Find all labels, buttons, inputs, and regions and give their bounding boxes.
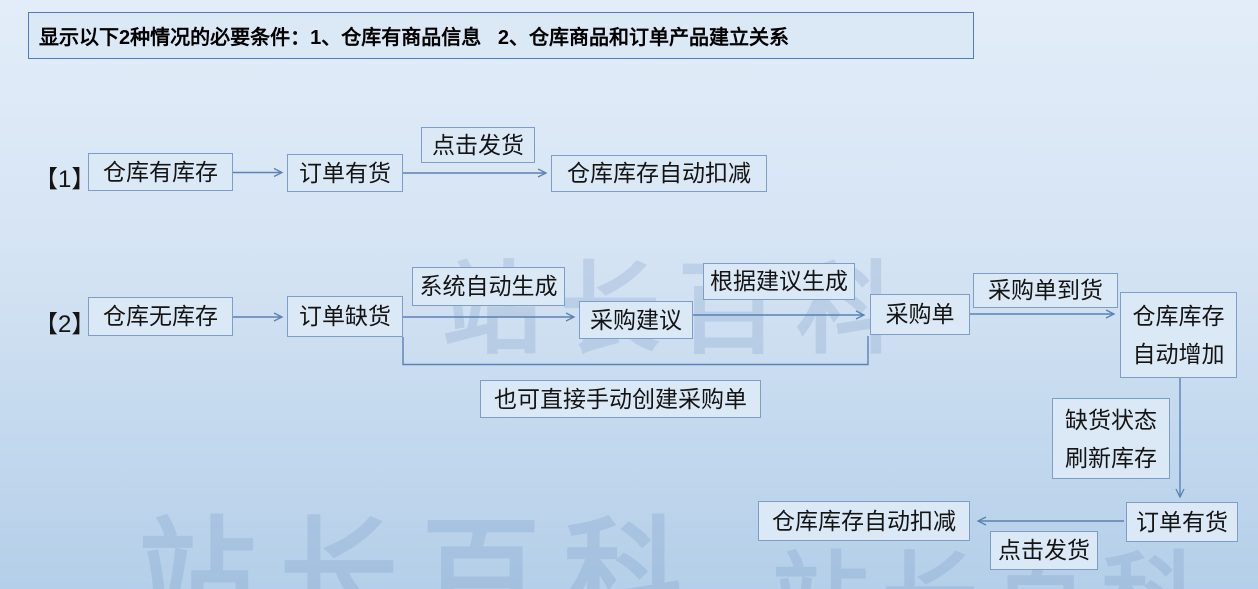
node-order-in-stock-2: 订单有货 [1126,502,1238,542]
flow1-label: 【1】 [34,166,96,193]
edge-label-manual-create-po: 也可直接手动创建采购单 [480,380,761,418]
edge-label-po-arrival: 采购单到货 [973,273,1118,308]
flow2-label: 【2】 [34,311,96,338]
title-box: 显示以下2种情况的必要条件：1、仓库有商品信息 2、仓库商品和订单产品建立关系 [28,12,974,59]
node-purchase-suggestion: 采购建议 [579,301,693,339]
edge-label-click-ship: 点击发货 [421,127,535,163]
node-purchase-order: 采购单 [870,294,970,335]
node-stock-auto-increase: 仓库库存自动增加 [1120,292,1237,378]
edge-label-generate-from-suggestion: 根据建议生成 [703,263,855,300]
title-text: 显示以下2种情况的必要条件：1、仓库有商品信息 2、仓库商品和订单产品建立关系 [39,27,790,49]
edge-label-system-auto-generate: 系统自动生成 [412,267,565,306]
line-manual-bypass [402,336,869,366]
node-order-out-of-stock: 订单缺货 [287,296,403,337]
node-warehouse-no-stock: 仓库无库存 [88,297,233,336]
node-stock-auto-deduct: 仓库库存自动扣减 [551,155,767,192]
edge-label-click-ship-2: 点击发货 [990,531,1098,570]
node-shortage-refresh-stock: 缺货状态刷新库存 [1052,398,1170,479]
node-stock-auto-deduct-2: 仓库库存自动扣减 [758,501,970,541]
node-warehouse-has-stock: 仓库有库存 [88,153,233,191]
node-order-in-stock: 订单有货 [287,154,403,192]
